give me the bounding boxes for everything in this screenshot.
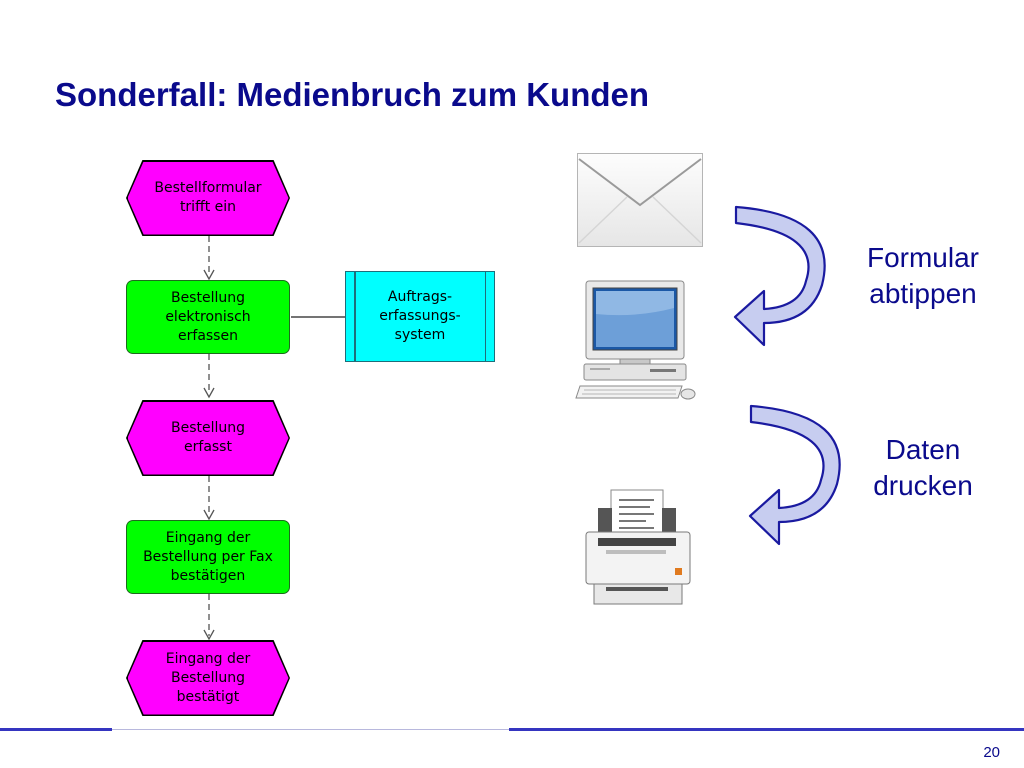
event-label: Bestellformular trifft ein (154, 180, 262, 215)
application-system-box: Auftrags- erfassungs- system (345, 271, 495, 362)
footer-divider-thin (112, 729, 509, 730)
label-print-data: Daten drucken (873, 434, 973, 501)
system-label: Auftrags- erfassungs- system (379, 289, 461, 343)
function-capture-order: Bestellung elektronisch erfassen (126, 280, 290, 354)
curved-arrow-type-in (733, 205, 826, 347)
slide-title: Sonderfall: Medienbruch zum Kunden (55, 76, 650, 113)
page-number: 20 (983, 744, 1000, 761)
event-label: Bestellung erfasst (170, 420, 246, 455)
event-receipt-confirmed: Eingang der Bestellung bestätigt (126, 640, 290, 716)
printer-icon (585, 489, 691, 605)
function-label: Bestellung elektronisch erfassen (165, 289, 251, 344)
computer-icon (575, 280, 696, 400)
footer-divider (0, 728, 1024, 731)
event-order-captured: Bestellung erfasst (126, 400, 290, 476)
curved-arrow-print (748, 404, 841, 546)
event-order-form-received: Bestellformular trifft ein (126, 160, 290, 236)
envelope-icon (577, 153, 703, 247)
function-confirm-by-fax: Eingang der Bestellung per Fax bestätige… (126, 520, 290, 594)
function-label: Eingang der Bestellung per Fax bestätige… (143, 529, 273, 584)
event-label: Eingang der Bestellung bestätigt (165, 650, 251, 705)
label-type-form: Formular abtippen (866, 242, 979, 309)
